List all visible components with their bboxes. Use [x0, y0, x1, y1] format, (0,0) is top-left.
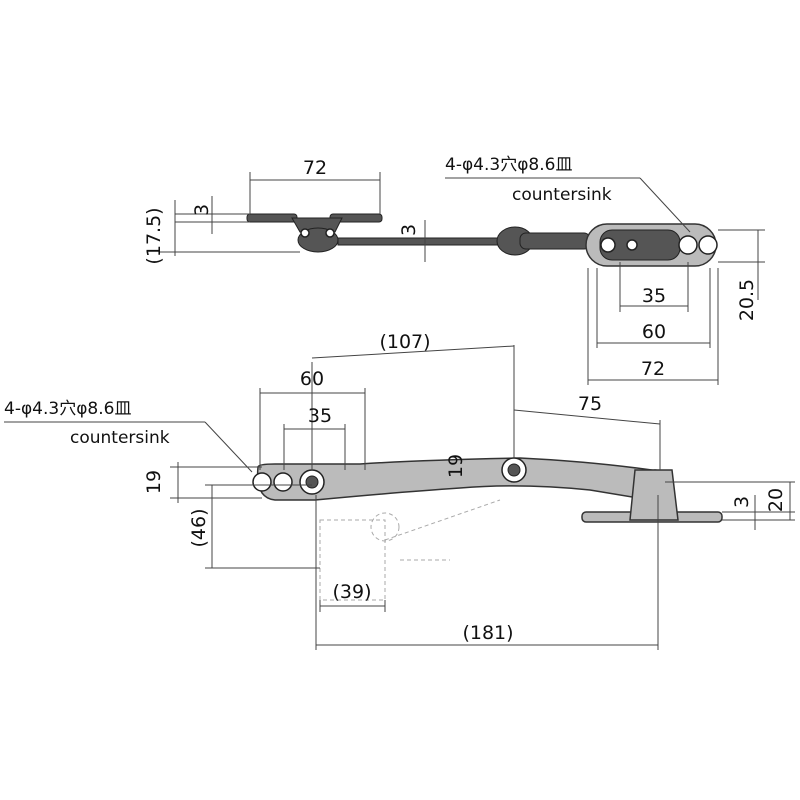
top-right-mechanism	[496, 223, 718, 267]
dim-35-side: 35	[308, 405, 332, 427]
dim-19-mid: 19	[445, 454, 467, 478]
dim-20-5: 20.5	[736, 279, 758, 321]
dim-107: (107)	[379, 331, 430, 353]
dim-60-side: 60	[300, 368, 324, 390]
dim-19-left: 19	[143, 470, 165, 494]
top-hole-note-en: countersink	[512, 185, 612, 205]
dim-72-top: 72	[303, 157, 327, 179]
dim-46: (46)	[188, 508, 210, 547]
dim-181: (181)	[462, 622, 513, 644]
top-view: 72 3 (17.5) 3 4-φ4.3穴φ8.6皿 countersink 3…	[143, 155, 765, 385]
top-hole-note: 4-φ4.3穴φ8.6皿	[445, 155, 572, 175]
dim-3-right: 3	[731, 496, 753, 508]
dim-17-5: (17.5)	[143, 207, 165, 264]
dim-35-top: 35	[642, 285, 666, 307]
top-rod	[337, 237, 509, 246]
dim-39: (39)	[332, 581, 371, 603]
side-hole-note-en: countersink	[70, 428, 170, 448]
dim-20-right: 20	[765, 488, 787, 512]
side-view: (107) 60 35 75 4-φ4.3穴φ8.6皿 countersink …	[4, 331, 795, 650]
dim-60-top: 60	[642, 321, 666, 343]
dim-3-left: 3	[191, 204, 213, 216]
dim-3-mid: 3	[398, 224, 420, 236]
dim-72-bottom: 72	[641, 358, 665, 380]
dim-75: 75	[578, 393, 602, 415]
top-left-bracket	[246, 213, 383, 253]
side-hole-note: 4-φ4.3穴φ8.6皿	[4, 399, 131, 419]
